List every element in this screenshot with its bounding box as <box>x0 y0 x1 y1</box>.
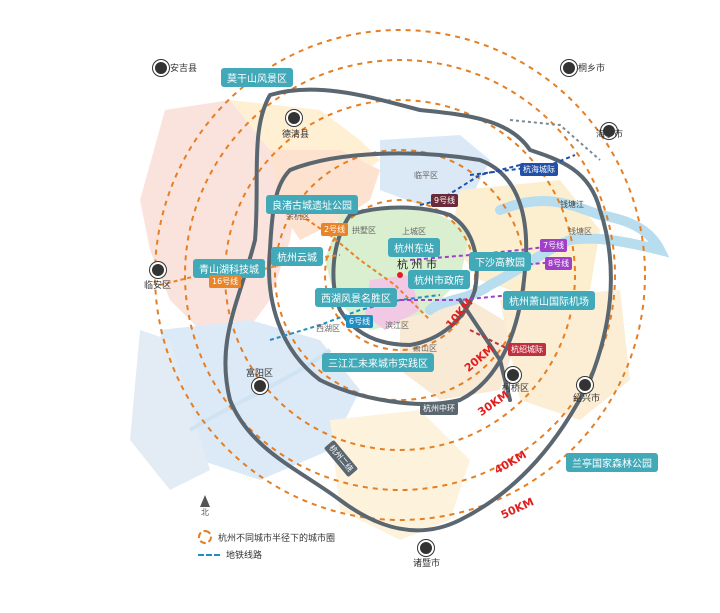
metro-tag-7: 7号线 <box>540 239 568 252</box>
north-label: 北 <box>201 508 209 517</box>
metro-tag-haining: 杭海城际 <box>520 163 558 176</box>
region-west-far <box>130 330 210 490</box>
river-label-qiantang: 钱塘江 <box>560 200 584 209</box>
legend-item-circle: 杭州不同城市半径下的城市圈 <box>198 530 335 544</box>
dashed-circle-icon <box>198 530 212 544</box>
region-zhuji <box>330 410 470 540</box>
annotation-xiasha[interactable]: 下沙高教园 <box>469 252 531 271</box>
district-binjiang: 滨江区 <box>385 321 409 330</box>
city-label-deqing: 德清县 <box>282 130 310 140</box>
annotation-gov[interactable]: 杭州市政府 <box>408 270 470 289</box>
district-hangzhou-city: 杭 州 市 <box>397 258 437 271</box>
city-label-keqiao: 柯桥区 <box>502 384 530 394</box>
district-linping: 临平区 <box>414 171 438 180</box>
annotation-lanting[interactable]: 兰亭国家森林公园 <box>566 453 658 472</box>
annotation-qingshanhu[interactable]: 青山湖科技城 <box>193 259 265 278</box>
region-shaoxing <box>500 290 630 420</box>
north-arrow-icon <box>200 495 210 507</box>
region-fuyang <box>160 320 360 480</box>
metro-tag-shaoxing: 杭绍城际 <box>508 343 546 356</box>
city-marker-shaoxing <box>577 377 593 393</box>
road-label-mid-ring: 杭州中环 <box>420 402 458 415</box>
ring-50km <box>154 29 646 521</box>
city-marker-tonglu <box>561 60 577 76</box>
city-marker-deqing <box>286 110 302 126</box>
city-marker-anji <box>153 60 169 76</box>
annotation-east-station[interactable]: 杭州东站 <box>388 238 440 257</box>
city-marker-keqiao <box>505 367 521 383</box>
city-label-fuyang: 富阳区 <box>246 369 274 379</box>
metro-line-north <box>509 119 601 161</box>
road-outer-ring <box>223 87 613 533</box>
city-marker-linan <box>150 262 166 278</box>
metro-line-6 <box>269 294 441 341</box>
legend-label-metro: 地铁线路 <box>226 551 263 561</box>
city-marker-haining <box>601 123 617 139</box>
metro-line-2 <box>299 214 431 321</box>
metro-line-haining <box>469 154 576 176</box>
region-linan <box>140 100 300 340</box>
district-yuhang: 余杭区 <box>286 212 310 221</box>
metro-tag-16: 16号线 <box>209 275 242 288</box>
city-label-anji: 安吉县 <box>170 64 198 74</box>
road-middle-ring <box>267 151 529 406</box>
annotation-yuncheng[interactable]: 杭州云城 <box>271 247 323 266</box>
district-xiaoshan: 萧山区 <box>413 344 437 353</box>
ring-40km <box>184 59 616 491</box>
city-marker-fuyang <box>252 378 268 394</box>
metro-tag-6: 6号线 <box>346 315 374 328</box>
legend: 杭州不同城市半径下的城市圈 地铁线路 <box>198 530 335 565</box>
district-gongshu: 拱墅区 <box>352 226 376 235</box>
region-fills <box>130 100 630 540</box>
metro-tag-2: 2号线 <box>321 223 349 236</box>
legend-label-circle: 杭州不同城市半径下的城市圈 <box>218 533 336 544</box>
metro-line-airport <box>400 294 511 301</box>
metro-tag-9: 9号线 <box>431 194 459 207</box>
legend-item-metro: 地铁线路 <box>198 548 335 561</box>
city-label-tonglu: 桐乡市 <box>578 64 606 74</box>
district-qiantang: 钱塘区 <box>568 227 592 236</box>
city-label-linan: 临安区 <box>144 281 172 291</box>
ring-30km <box>224 99 576 451</box>
district-xihu: 西湖区 <box>316 324 340 333</box>
annotation-sanjiang[interactable]: 三江汇未来城市实践区 <box>322 353 434 372</box>
metro-line-8 <box>479 261 556 271</box>
annotation-liangzhu[interactable]: 良渚古城遗址公园 <box>266 195 358 214</box>
city-label-haining: 海宁市 <box>596 130 624 140</box>
dashed-line-icon <box>198 553 220 556</box>
city-label-zhuji: 诸暨市 <box>413 559 441 569</box>
metro-tag-8: 8号线 <box>545 257 573 270</box>
annotation-xihu-scenic[interactable]: 西湖风景名胜区 <box>315 288 397 307</box>
river-qiantang <box>425 196 670 315</box>
metro-line-9 <box>419 164 521 206</box>
city-label-shaoxing: 绍兴市 <box>573 394 601 404</box>
city-marker-zhuji <box>418 540 434 556</box>
road-radial-1 <box>458 298 512 402</box>
annotation-airport[interactable]: 杭州萧山国际机场 <box>503 291 595 310</box>
district-shangcheng: 上城区 <box>402 227 426 236</box>
annotation-moganshan[interactable]: 莫干山风景区 <box>221 68 293 87</box>
north-arrow: 北 <box>200 495 210 518</box>
center-dot <box>397 272 403 278</box>
